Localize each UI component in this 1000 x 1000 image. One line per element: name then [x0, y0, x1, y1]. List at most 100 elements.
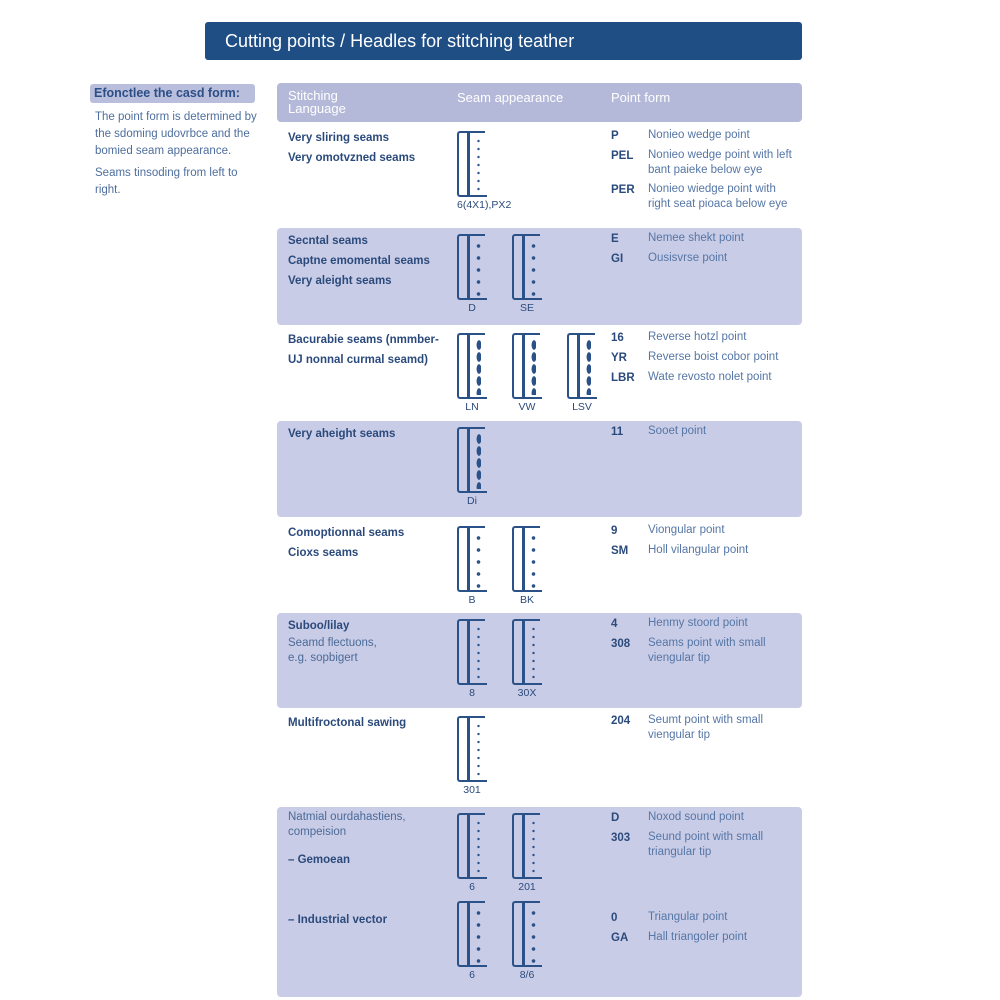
language-note: Natmial ourdahastiens, [288, 811, 406, 823]
seam-figure: Di [457, 427, 487, 507]
seam-appearance: 6(4X1),PX2 [457, 131, 511, 211]
language-sub: – Gemoean [288, 854, 350, 866]
seam-appearance: Di [457, 427, 487, 507]
seam-figure: 301 [457, 716, 487, 796]
stitch-dots [476, 625, 481, 681]
point-description: Nonieo wedge point [648, 129, 750, 141]
seam-label: Di [467, 495, 477, 507]
point-code: PER [611, 184, 635, 196]
seam-diagram-icon [457, 333, 487, 399]
language-line: Suboo/lilay [288, 620, 350, 632]
point-description: Seumt point with small viengular tip [648, 714, 764, 741]
seam-figure: VW [512, 333, 542, 413]
language-note: e.g. sopbigert [288, 652, 358, 664]
stitch-dots [476, 433, 481, 489]
seam-figure: 8 [457, 619, 487, 699]
stitch-dots [531, 240, 536, 296]
header-appearance: Seam appearance [457, 90, 564, 105]
point-code: 308 [611, 638, 631, 650]
seam-label: 6 [469, 969, 475, 981]
sidebar-paragraph: Seams tinsoding from left to right. [95, 167, 238, 196]
sidebar-text: The point form is determined by the sdom… [95, 109, 265, 204]
point-description: Holl vilangular point [648, 544, 749, 556]
seam-figure-group: D SE [457, 234, 542, 314]
point-code: 9 [611, 525, 618, 537]
stitch-dots [531, 625, 536, 681]
point-code: 16 [611, 332, 624, 344]
seam-figure: SE [512, 234, 542, 314]
seam-appearance: 8 30X [457, 619, 542, 699]
point-code: 303 [611, 832, 631, 844]
language-line: Very sliring seams [288, 132, 390, 144]
stitch-dots [531, 532, 536, 588]
sidebar-paragraph: The point form is determined by the sdom… [95, 111, 257, 157]
point-description: Ousisvrse point [648, 252, 728, 264]
page-title: Cutting points / Headles for stitching t… [205, 22, 802, 60]
seam-figure: 30X [512, 619, 542, 699]
seam-figure-group: 6(4X1),PX2 [457, 131, 511, 211]
seam-diagram-icon [457, 526, 487, 592]
seam-figure: 8/6 [512, 901, 542, 981]
seam-figure: BK [512, 526, 542, 606]
point-description: Nemee shekt point [648, 232, 744, 244]
point-description: Reverse boist cobor point [648, 351, 779, 363]
seam-label: D [468, 302, 476, 314]
seam-figure-group: 8 30X [457, 619, 542, 699]
seam-diagram-icon [457, 716, 487, 782]
seam-label: 301 [463, 784, 481, 796]
language-line: Very aleight seams [288, 275, 392, 287]
point-form-list: 204 Seumt point with small viengular tip [611, 713, 801, 747]
language-line: Cioxs seams [288, 547, 359, 559]
seam-figure: 6 [457, 901, 487, 981]
point-code: 204 [611, 715, 631, 727]
seam-figure: 6(4X1),PX2 [457, 131, 511, 211]
seam-figure: B [457, 526, 487, 606]
table-header: Stitching Language Seam appearance Point… [277, 83, 802, 122]
seam-label: LN [465, 401, 479, 413]
point-code: 4 [611, 618, 618, 630]
seam-label: SE [519, 302, 534, 314]
point-form-item: 204 Seumt point with small viengular tip [611, 713, 801, 743]
header-point-form: Point form [611, 90, 671, 105]
language-line: Secntal seams [288, 235, 368, 247]
stitching-language: Bacurabie seams (nmmber-UJ nonnal curmal… [288, 330, 448, 370]
seam-diagram-icon [512, 619, 542, 685]
seam-diagram-icon [457, 234, 487, 300]
point-description: Wate revosto nolet point [648, 371, 772, 383]
seam-figure-group: Di [457, 427, 487, 507]
language-line: UJ nonnal curmal seamd) [288, 354, 428, 366]
table-row: Natmial ourdahastiens, compeision – Gemoea… [277, 807, 802, 997]
seam-diagram-icon [512, 333, 542, 399]
seam-figure-group: 6 8/6 [457, 901, 542, 981]
seam-diagram-icon [512, 813, 542, 879]
seam-diagram-icon [457, 901, 487, 967]
point-code: SM [611, 545, 629, 557]
seam-label: B [468, 594, 476, 606]
header-language: Stitching Language [288, 88, 346, 116]
language-line: Very aheight seams [288, 428, 396, 440]
language-note: compeision [288, 826, 347, 838]
seam-label: 8 [469, 687, 475, 699]
